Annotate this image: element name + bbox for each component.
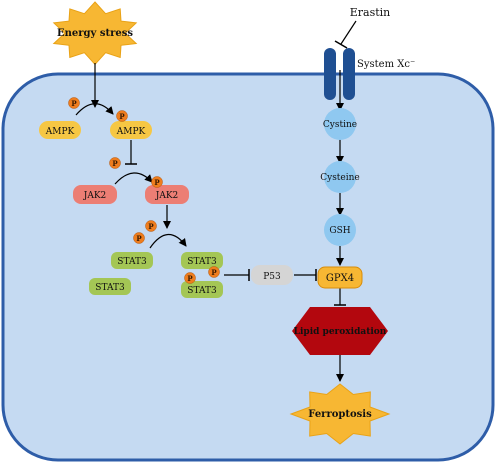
system-xc-transporter <box>324 48 355 100</box>
cystine-label: Cystine <box>323 120 357 130</box>
erastin-inhibition-line <box>340 20 357 45</box>
phospho-label: P <box>211 268 217 277</box>
cell-membrane <box>1 72 495 462</box>
jak2-active-label: JAK2 <box>155 191 179 201</box>
phospho-ampk-inactive-badge: P <box>68 97 80 109</box>
stat3-dimer-bottom-node <box>181 281 223 298</box>
gsh-node <box>324 214 356 246</box>
phospho-label: P <box>112 159 118 168</box>
phospho-stat3-dimer-left-badge: P <box>184 272 196 284</box>
phospho-label: P <box>119 112 125 121</box>
phospho-label: P <box>136 234 142 243</box>
phospho-label: P <box>187 274 193 283</box>
arrow-ampk-activation <box>75 103 114 116</box>
p53-label: P53 <box>263 272 281 282</box>
ferroptosis-label: Ferroptosis <box>308 409 372 420</box>
gsh-label: GSH <box>329 226 350 236</box>
phospho-stat3-dimer-right-badge: P <box>208 266 220 278</box>
erastin-label: Erastin <box>350 6 391 19</box>
energy-stress-star: Energy stress <box>52 1 138 66</box>
stat3-dimer-top-node <box>181 252 223 269</box>
ampk-inactive-label: AMPK <box>45 127 75 137</box>
cystine-node <box>324 108 356 140</box>
phospho-jak2-active-badge: P <box>151 176 163 188</box>
arrow-stat3-dimerization <box>149 233 187 249</box>
arrow-jak2-activation <box>114 172 153 185</box>
lipid-peroxidation-label: Lipid peroxidation <box>294 327 387 337</box>
ampk-active-label: AMPK <box>116 127 146 137</box>
ampk-active-node <box>110 121 152 139</box>
phospho-label: P <box>71 99 77 108</box>
gpx4-label: GPX4 <box>326 273 354 284</box>
stat3-dimer-bottom-label: STAT3 <box>187 286 217 296</box>
stat3-dimer-top-label: STAT3 <box>187 257 217 267</box>
phospho-ampk-active-badge: P <box>116 110 128 122</box>
stat3-free-label: STAT3 <box>95 283 125 293</box>
ferroptosis-star: Ferroptosis <box>289 383 391 445</box>
stat3-mono-node <box>111 252 153 269</box>
energy-stress-label: Energy stress <box>57 28 133 39</box>
lipid-peroxidation-node <box>292 307 388 355</box>
jak2-inactive-node <box>73 185 117 204</box>
p53-node <box>251 265 293 285</box>
ampk-inactive-node <box>39 121 81 139</box>
phospho-stat3-upper-badge: P <box>145 220 157 232</box>
cysteine-label: Cysteine <box>320 173 360 183</box>
phospho-label: P <box>154 178 160 187</box>
phospho-label: P <box>148 222 154 231</box>
stat3-mono-label: STAT3 <box>117 257 147 267</box>
system-xc-label: System Xc⁻ <box>357 59 415 70</box>
phospho-stat3-lower-badge: P <box>133 232 145 244</box>
stat3-free-node <box>89 278 131 295</box>
jak2-inactive-label: JAK2 <box>83 191 107 201</box>
erastin-inhibition-bar <box>334 40 348 49</box>
cysteine-node <box>324 161 356 193</box>
phospho-jak2-inactive-badge: P <box>109 157 121 169</box>
gpx4-node <box>317 266 363 289</box>
jak2-active-node <box>145 185 189 204</box>
